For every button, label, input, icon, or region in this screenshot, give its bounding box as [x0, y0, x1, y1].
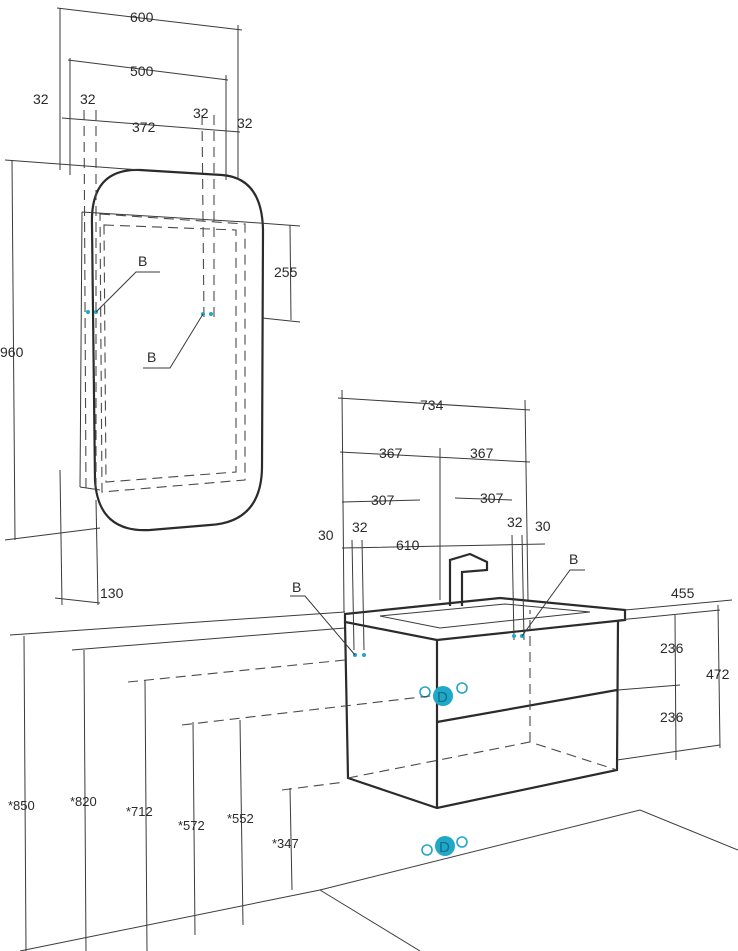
- dim-line-610: [341, 534, 546, 651]
- dim-610-label: 610: [396, 537, 420, 553]
- dim-line-455: [624, 599, 733, 611]
- dim-30-label: 30: [535, 518, 551, 534]
- mirror-hidden-frame: [99, 213, 246, 493]
- dim-32-label: 32: [33, 91, 49, 107]
- label-b: B: [147, 349, 156, 365]
- label-b: B: [138, 253, 147, 269]
- dim-960-label: 960: [0, 344, 24, 360]
- connector-d-symbol: [435, 836, 455, 856]
- dim-372-label: 372: [132, 119, 156, 135]
- height-line-712: [127, 659, 346, 683]
- dim-472-label: 472: [706, 666, 730, 682]
- dim-32-label: 32: [352, 519, 368, 535]
- dim-236-label: 236: [660, 709, 684, 725]
- height-552-label: *552: [227, 811, 254, 826]
- mirror-outline: [90, 168, 265, 532]
- height-line-572: [192, 721, 196, 936]
- dim-line-307: [341, 497, 513, 503]
- basin-top: [343, 596, 627, 642]
- dim-32-label: 32: [80, 91, 96, 107]
- faucet: [448, 552, 489, 606]
- mounting-heights: *850 *820 *712 *572 *552 *347: [8, 635, 431, 951]
- dim-367-label: 367: [379, 445, 403, 461]
- dim-734-label: 734: [420, 397, 444, 413]
- height-line-850: [23, 635, 27, 951]
- dim-line-960: [4, 159, 141, 541]
- leader-line: [521, 569, 585, 637]
- connector-ring: [456, 836, 468, 848]
- mirror-assembly: 600 500 372 32 32 32 32 255 960 130 B B: [0, 7, 301, 606]
- basin-bowl: [379, 603, 591, 629]
- height-line-347: [281, 781, 346, 791]
- connector-dot: [362, 653, 366, 657]
- height-line-712: [144, 679, 148, 951]
- dim-line-255: [244, 221, 301, 323]
- dim-line-734: [337, 389, 531, 613]
- connector-dot: [512, 634, 516, 638]
- mirror-back-panel: [79, 211, 246, 491]
- height-850-label: *850: [8, 798, 35, 813]
- leader-line: [143, 313, 204, 369]
- dim-255-label: 255: [274, 264, 298, 280]
- label-d: D: [439, 839, 450, 856]
- height-line-572: [181, 695, 431, 726]
- dim-307-label: 307: [371, 492, 395, 508]
- cabinet-hidden-lines: [347, 610, 618, 779]
- connector-dot: [209, 312, 213, 316]
- dim-32-label: 32: [193, 105, 209, 121]
- dim-line-472: [717, 604, 721, 749]
- height-347-label: *347: [272, 836, 299, 851]
- leader-line: [290, 595, 356, 656]
- dim-line-500: [67, 58, 229, 180]
- floor-line: [9, 611, 738, 951]
- dim-130-label: 130: [100, 585, 124, 601]
- dim-32-label: 32: [507, 514, 523, 530]
- leader-line: [95, 271, 160, 313]
- connector-ring: [421, 844, 433, 856]
- connector-d-symbol: [433, 686, 453, 706]
- dim-line-130: [54, 469, 101, 606]
- dim-line-236: [616, 609, 721, 761]
- height-line-552: [239, 719, 244, 926]
- dim-line-367: [339, 448, 531, 600]
- height-line-347: [289, 787, 293, 891]
- cabinet-body: [343, 619, 620, 810]
- vanity-cabinet-assembly: D D 734 367 367 307 307 610 30 32 32 30 …: [9, 389, 738, 951]
- label-b: B: [569, 551, 578, 567]
- dim-30-label: 30: [318, 527, 334, 543]
- height-712-label: *712: [126, 804, 153, 819]
- dim-500-label: 500: [130, 63, 154, 79]
- connector-dot: [86, 310, 90, 314]
- height-572-label: *572: [178, 818, 205, 833]
- dim-236-label: 236: [660, 640, 684, 656]
- connector-ring: [456, 682, 468, 694]
- connector-ring: [419, 686, 431, 698]
- dim-455-label: 455: [671, 585, 695, 601]
- label-b: B: [292, 579, 301, 595]
- dim-32-label: 32: [237, 115, 253, 131]
- dim-367-label: 367: [470, 445, 494, 461]
- height-820-label: *820: [70, 794, 97, 809]
- label-d: D: [437, 689, 448, 706]
- dim-line-372: [61, 117, 241, 133]
- dim-307-label: 307: [480, 490, 504, 506]
- dim-line-600: [56, 7, 243, 180]
- dim-600-label: 600: [130, 9, 154, 25]
- floor-baseline: [19, 889, 321, 951]
- height-line-820: [83, 649, 87, 951]
